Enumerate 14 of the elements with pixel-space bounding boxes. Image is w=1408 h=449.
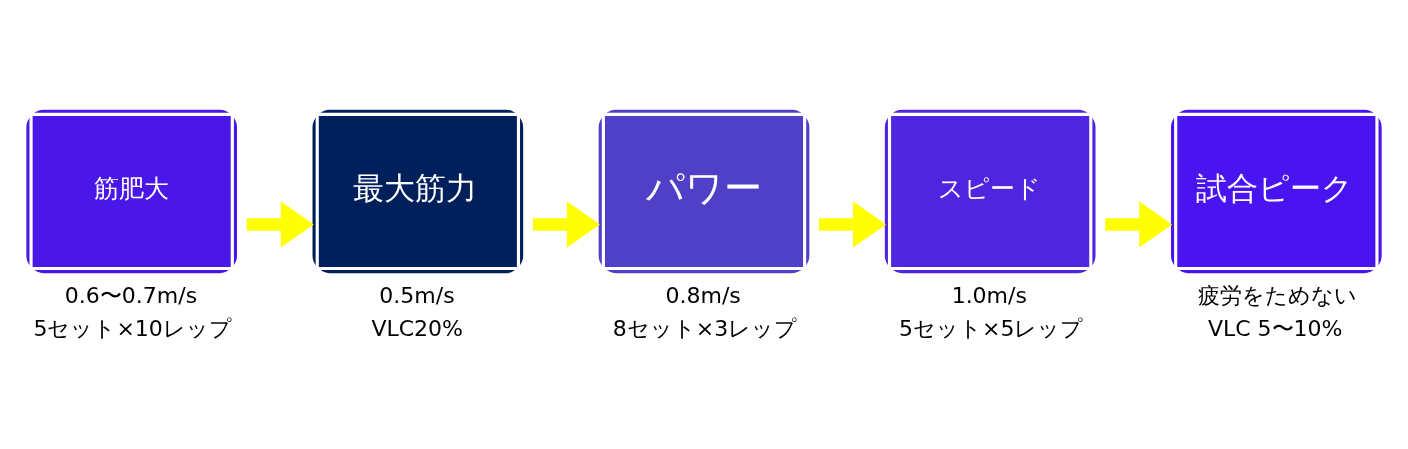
node-label: 疲労をためない [1197,283,1357,309]
arrow [246,201,314,248]
node-label: 0.8m/s [665,283,741,309]
node-label: 0.6〜0.7m/s [64,283,198,309]
node-label: 8セット×3レップ [612,316,798,342]
node-label: VLC20% [371,316,464,342]
node-label: 5セット×5レップ [898,316,1084,342]
arrow [532,201,600,248]
arrow [1105,201,1173,248]
node-label: 1.0m/s [951,283,1027,309]
node-label: 0.5m/s [379,283,455,309]
arrow [819,201,887,248]
node-label: VLC 5〜10% [1207,316,1343,342]
node-label: 5セット×10レップ [33,316,232,342]
